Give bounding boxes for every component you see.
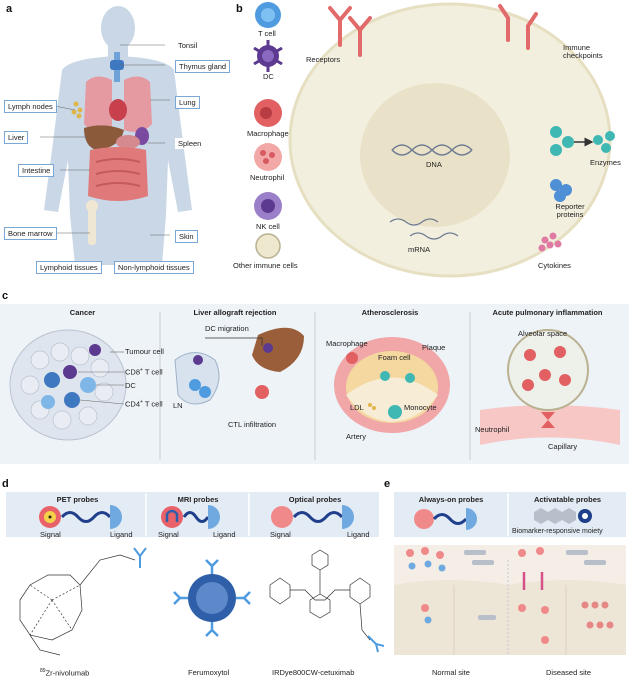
caption-pet-sup: 89 (40, 668, 46, 674)
caption-pet: 89Zr-nivolumab (40, 668, 90, 678)
organ-label-liver: Liver (4, 131, 29, 144)
organ-label-thymus: Thymus gland (175, 60, 231, 73)
caption-optical: IRDye800CW-cetuximab (272, 668, 355, 677)
panel-label-e: e (384, 478, 391, 490)
header-lung: Acute pulmonary inflammation (492, 308, 603, 317)
label-foam: Foam cell (378, 353, 411, 362)
mri-signal-label: Signal (158, 530, 179, 539)
panel-label-a: a (6, 3, 13, 15)
label-dc-migration: DC migration (205, 324, 249, 333)
cd4-tail: T cell (142, 399, 163, 409)
target-enzymes: Enzymes (590, 158, 621, 167)
panel-label-b: b (236, 3, 243, 15)
caption-pet-text: Zr-nivolumab (45, 668, 90, 678)
label-cd8: CD8+ T cell (125, 367, 163, 377)
target-dna: DNA (426, 160, 442, 169)
target-receptors: Receptors (306, 55, 341, 64)
target-mrna: mRNA (408, 245, 431, 254)
label-moiety: Biomarker-responsive moiety (512, 528, 603, 535)
mri-ligand-label: Ligand (213, 530, 236, 539)
organ-label-tonsil: Tonsil (175, 40, 201, 51)
legend-lymphoid: Lymphoid tissues (36, 261, 102, 274)
label-plaque: Plaque (422, 343, 446, 352)
label-cd4: CD4+ T cell (125, 399, 163, 409)
header-always-on: Always-on probes (418, 495, 484, 504)
label-macrophage: Macrophage (326, 339, 368, 348)
cell-label-nk-cell: NK cell (256, 222, 280, 231)
organ-label-bone-marrow: Bone marrow (4, 227, 57, 240)
cd8-tail: T cell (142, 367, 163, 377)
optical-signal-label: Signal (270, 530, 291, 539)
pet-signal-label: Signal (40, 530, 61, 539)
label-alveolar: Alveolar space (518, 329, 568, 338)
organ-label-lung: Lung (175, 96, 200, 109)
panel-label-c: c (2, 290, 9, 302)
label-diseased-site: Diseased site (546, 668, 592, 677)
header-cancer: Cancer (69, 308, 96, 317)
cd8-sup: + (140, 367, 143, 373)
organ-label-lymph-nodes: Lymph nodes (4, 100, 57, 113)
cell-label-macrophage: Macrophage (247, 129, 289, 138)
cd4-text: CD4 (125, 399, 141, 409)
label-normal-site: Normal site (432, 668, 470, 677)
label-tumour-cell: Tumour cell (125, 347, 164, 356)
target-reporter: Reporter proteins (555, 202, 585, 220)
label-dc: DC (125, 381, 136, 390)
label-artery: Artery (346, 432, 367, 441)
optical-ligand-label: Ligand (347, 530, 370, 539)
organ-label-skin: Skin (175, 230, 198, 243)
target-checkpoints: Immune checkpoints (563, 43, 603, 61)
panel-label-d: d (2, 478, 9, 490)
label-monocyte: Monocyte (404, 403, 437, 412)
cd4-sup: + (140, 399, 143, 405)
header-optical: Optical probes (288, 495, 342, 504)
cell-label-neutrophil: Neutrophil (250, 173, 285, 182)
organ-label-intestine: Intestine (18, 164, 55, 177)
header-pet: PET probes (56, 495, 99, 504)
label-capillary: Capillary (548, 442, 578, 451)
legend-nonlymphoid: Non-lymphoid tissues (114, 261, 194, 274)
header-activatable: Activatable probes (533, 495, 602, 504)
cell-label-dc: DC (263, 72, 274, 81)
cd8-text: CD8 (125, 367, 141, 377)
label-ldl: LDL (350, 403, 364, 412)
header-mri: MRI probes (177, 495, 219, 504)
pet-ligand-label: Ligand (110, 530, 133, 539)
label-ctl: CTL infiltration (228, 420, 277, 429)
cell-label-other: Other immune cells (233, 261, 298, 270)
label-ln: LN (173, 401, 183, 410)
organ-label-spleen: Spleen (175, 138, 205, 149)
header-liver: Liver allograft rejection (193, 308, 277, 317)
header-athero: Atherosclerosis (361, 308, 419, 317)
label-neutrophil: Neutrophil (475, 425, 510, 434)
caption-mri: Ferumoxytol (188, 668, 230, 677)
cell-label-t-cell: T cell (258, 29, 276, 38)
target-cytokines: Cytokines (538, 261, 571, 270)
